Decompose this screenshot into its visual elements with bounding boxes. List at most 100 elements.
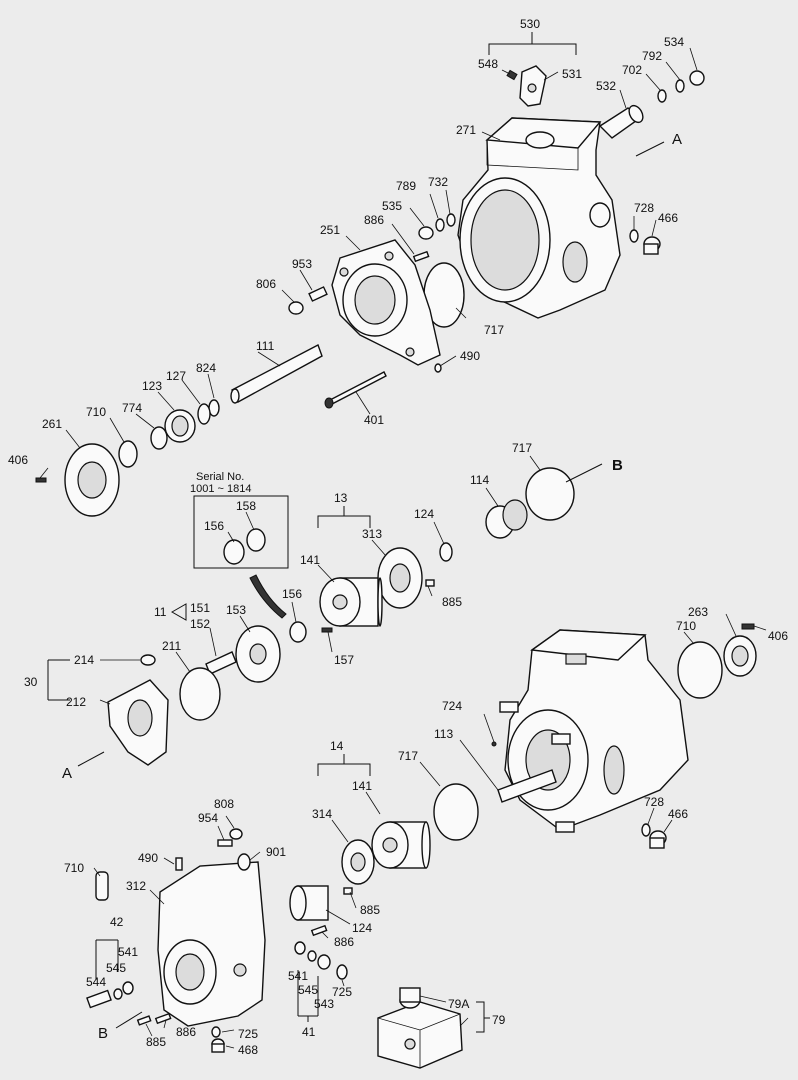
serial-text: Serial No. 1001 ~ 1814 [190,471,251,495]
plate-261 [64,443,120,517]
part-728 [629,229,639,243]
label-886-b2: 886 [176,1025,196,1039]
part-954 [217,839,233,847]
label-271: 271 [456,123,476,137]
bracket-41 [297,970,319,1022]
part-710-left [95,871,109,901]
part-406-left [35,477,47,483]
label-792: 792 [642,49,662,63]
label-151: 151 [190,601,210,615]
label-710-right: 710 [676,619,696,633]
bracket-42 [95,939,119,980]
part-886-b1 [310,924,328,937]
port-3 [555,821,575,833]
label-468: 468 [238,1043,258,1057]
label-79a: 79A [448,997,469,1011]
inset-158 [246,528,266,552]
serial-line-1: Serial No. [196,471,244,483]
plate-313 [377,547,423,609]
part-468 [211,1038,225,1053]
part-214 [140,654,156,666]
label-251: 251 [320,223,340,237]
label-314: 314 [312,807,332,821]
bracket-13 [317,506,371,528]
serial-box [193,495,289,569]
label-157: 157 [334,653,354,667]
gear-114 [485,499,528,539]
label-152: 152 [190,617,210,631]
part-541-right [294,941,306,955]
part-labels: 530 548 531 534 792 702 532 271 789 732 … [8,17,788,1057]
label-263: 263 [688,605,708,619]
label-13: 13 [334,491,348,505]
part-789 [435,218,445,232]
part-774 [150,426,168,450]
bearing-123 [164,409,196,443]
label-545-left: 545 [106,961,126,975]
label-535: 535 [382,199,402,213]
piston-152 [205,651,237,675]
label-141-bottom: 141 [352,779,372,793]
label-717-top: 717 [484,323,504,337]
part-545-right [307,950,317,962]
part-724 [491,741,497,747]
label-886-b1: 886 [334,935,354,949]
label-541-left: 541 [118,945,138,959]
part-263 [723,635,757,677]
label-548: 548 [478,57,498,71]
label-490-bottom: 490 [138,851,158,865]
label-885-b: 885 [360,903,380,917]
label-11: 11 [154,605,167,619]
valve-79 [377,987,463,1069]
label-30: 30 [24,675,38,689]
part-806 [288,301,304,315]
label-886-top: 886 [364,213,384,227]
section-marker-a-top: A [672,131,682,148]
bracket-11 [170,603,187,621]
part-541-left [122,981,134,995]
label-114: 114 [470,473,489,487]
label-153: 153 [226,603,246,617]
label-806: 806 [256,277,276,291]
part-490-top [434,363,442,373]
plate-314 [341,839,375,885]
part-717-mid [525,467,575,521]
part-901 [237,853,251,871]
bolt-401 [324,371,387,409]
part-544 [86,989,112,1009]
part-466-right [649,830,667,849]
part-532 [598,104,644,139]
label-732: 732 [428,175,448,189]
part-406-right [741,623,755,630]
label-824: 824 [196,361,216,375]
section-marker-b-bottom: B [98,1025,108,1042]
label-534: 534 [664,35,684,49]
port-2 [551,733,571,745]
bracket-14 [317,754,371,776]
part-886-b2 [154,1012,172,1025]
leader-lines [39,47,767,1049]
label-158: 158 [236,499,256,513]
part-156 [289,621,307,643]
part-466 [643,236,661,255]
part-124-mid [439,542,453,562]
label-710-left: 710 [64,861,84,875]
label-789: 789 [396,179,416,193]
shaft-111 [230,344,323,404]
part-885-b2 [136,1015,152,1026]
label-953: 953 [292,257,312,271]
label-466-right: 466 [668,807,688,821]
label-312: 312 [126,879,146,893]
label-261: 261 [42,417,62,431]
label-124-mid: 124 [414,507,434,521]
label-466-top: 466 [658,211,678,225]
label-545-right: 545 [298,983,318,997]
section-marker-a-bottom: A [62,765,72,782]
label-212: 212 [66,695,86,709]
label-544: 544 [86,975,106,989]
label-954: 954 [198,811,218,825]
part-543 [317,954,331,970]
label-313: 313 [362,527,382,541]
